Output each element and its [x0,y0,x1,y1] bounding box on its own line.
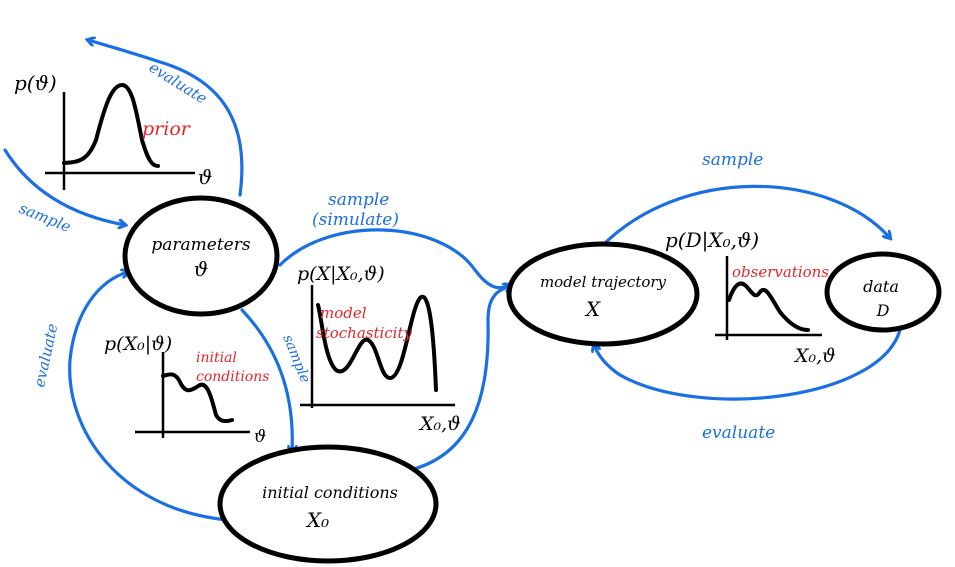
plot-initial-title-line2: conditions [196,369,269,385]
plot-prior-ylabel: p(ϑ) [14,71,57,95]
node-parameters-symbol: ϑ [194,257,208,281]
edge-label-evaluate-initial: evaluate [30,322,61,389]
edge-label-evaluate-data: evaluate [702,423,775,443]
plot-prior-title: prior [142,118,192,140]
node-model-trajectory-label: model trajectory [540,273,667,291]
node-initial-conditions[interactable]: initial conditions X₀ [217,444,439,564]
plot-stochastic-ylabel: p(X|X₀,ϑ) [297,263,385,285]
plot-initial-title-line1: initial [196,350,237,366]
plot-observations-title: observations [732,263,829,281]
plot-observations-xlabel: X₀,ϑ [793,345,836,367]
edge-label-evaluate-prior: evaluate [146,58,210,108]
edge-label-sample-simulate-line2: (simulate) [312,210,399,230]
plot-initial-ylabel: p(X₀|ϑ) [104,333,172,355]
plot-initial-curve [161,372,234,424]
plot-initial: p(X₀|ϑ) ϑ initial conditions [104,333,269,447]
plot-prior-curve [62,83,160,168]
edges [3,40,902,522]
edge-label-sample-initial: sample [279,333,313,386]
node-data[interactable]: data D [824,251,942,333]
plot-initial-xlabel: ϑ [254,427,266,447]
evaluate-data-arrow [594,328,902,401]
plot-observations-curve [727,281,810,332]
sample-prior-arrow [3,148,125,225]
node-data-symbol: D [876,301,890,320]
sample-data-arrow [598,184,890,250]
node-parameters-label: parameters [151,235,250,255]
edge-label-sample-simulate-line1: sample [328,190,389,210]
sample-initial-arrow [240,308,292,452]
plot-stochastic-title-line2: stochasticity [316,324,413,342]
edge-label-sample-data: sample [702,150,763,170]
plot-prior-xlabel: ϑ [198,165,212,189]
plot-prior: p(ϑ) ϑ prior [14,71,212,190]
node-initial-conditions-label: initial conditions [262,483,398,502]
initial-to-trajectory-arrow [408,286,507,472]
plot-stochastic-xlabel: X₀,ϑ [418,413,461,435]
node-initial-conditions-symbol: X₀ [305,508,329,532]
evaluate-initial-arrow [68,272,230,522]
node-model-trajectory-symbol: X [584,297,601,321]
plot-stochastic: p(X|X₀,ϑ) X₀,ϑ model stochasticity [297,263,461,435]
node-model-trajectory[interactable]: model trajectory X [506,241,700,347]
evaluate-prior-arrow [88,40,244,197]
sample-simulate-arrow [278,228,510,288]
node-data-label: data [863,277,899,296]
plot-stochastic-title-line1: model [320,304,367,322]
plot-stochastic-curve [316,294,438,392]
plot-observations: p(D|X₀,ϑ) X₀,ϑ observations [665,228,836,367]
node-parameters[interactable]: parameters ϑ [122,195,280,317]
plot-observations-ylabel: p(D|X₀,ϑ) [665,228,759,253]
